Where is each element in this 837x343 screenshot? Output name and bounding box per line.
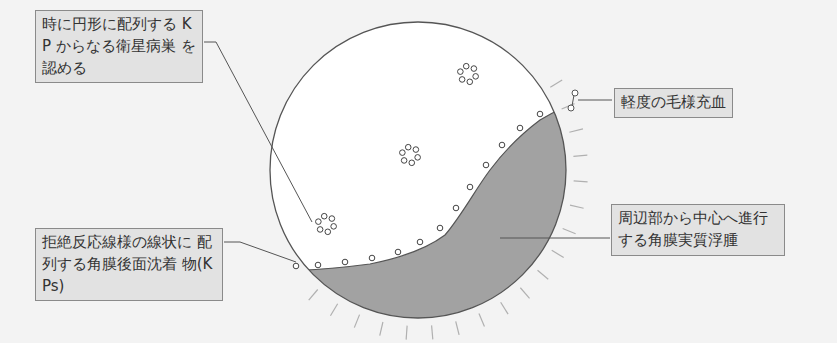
callout-box: 時に円形に配列する KP からなる衛星病巣 を認める xyxy=(35,10,203,83)
edema-border xyxy=(260,96,590,272)
callout-text: 周辺部から中心へ進行 する角膜実質浮腫 xyxy=(618,208,778,252)
kp-dot xyxy=(325,229,331,235)
tick-mark xyxy=(456,321,459,335)
tick-mark xyxy=(354,315,359,328)
tick-mark xyxy=(552,250,564,257)
kp-dot xyxy=(316,219,322,225)
kp-dot xyxy=(415,155,421,161)
callout-box: 軽度の毛様充血 xyxy=(614,88,733,118)
kp-dot xyxy=(413,147,419,153)
tick-mark xyxy=(520,288,529,299)
vessel-symbol xyxy=(568,90,578,111)
tick-mark xyxy=(538,270,549,279)
tick-mark xyxy=(570,205,584,208)
tick-mark xyxy=(479,314,484,327)
tick-mark xyxy=(309,290,318,301)
kp-dot xyxy=(463,63,469,69)
tick-mark xyxy=(563,228,576,233)
leader-line xyxy=(204,42,312,222)
callout-text: 拒絶反応線様の線状に 配列する角膜後面沈着 物(KPs) xyxy=(42,232,216,297)
kp-dot xyxy=(401,158,407,164)
kp-dot xyxy=(321,213,327,219)
leader-lines xyxy=(204,42,612,262)
callout-text: 時に円形に配列する KP からなる衛星病巣 を認める xyxy=(42,14,196,79)
keratic-precipitates xyxy=(293,111,543,269)
tick-mark xyxy=(432,325,433,339)
kp-dot xyxy=(409,160,415,166)
tick-mark xyxy=(330,304,337,316)
kp-dot xyxy=(329,216,335,222)
callout-box: 拒絶反応線様の線状に 配列する角膜後面沈着 物(KPs) xyxy=(35,228,223,301)
leader-line xyxy=(224,242,296,262)
tick-mark xyxy=(550,80,562,87)
leader-line xyxy=(500,238,610,239)
kp-dot xyxy=(459,77,465,83)
tick-mark xyxy=(501,302,508,314)
callout-text: 軽度の毛様充血 xyxy=(621,92,726,114)
tick-mark xyxy=(380,322,383,336)
stromal-edema xyxy=(250,96,600,340)
tick-mark xyxy=(406,326,408,340)
leader-line xyxy=(578,100,612,101)
ciliary-injection-ticks xyxy=(309,80,588,340)
cornea-outline xyxy=(270,22,566,318)
kp-dot xyxy=(471,66,477,72)
kp-dot xyxy=(405,144,411,150)
satellite-lesions xyxy=(316,63,479,234)
kp-dot xyxy=(467,79,473,85)
kp-dot xyxy=(458,69,464,75)
kp-dot xyxy=(400,150,406,156)
kp-dot xyxy=(473,74,479,80)
kp-dot xyxy=(317,227,323,233)
tick-mark xyxy=(569,129,583,132)
tick-mark xyxy=(574,180,588,182)
tick-mark xyxy=(573,155,587,156)
callout-box: 周辺部から中心へ進行 する角膜実質浮腫 xyxy=(611,204,785,256)
kp-dot xyxy=(331,224,337,230)
